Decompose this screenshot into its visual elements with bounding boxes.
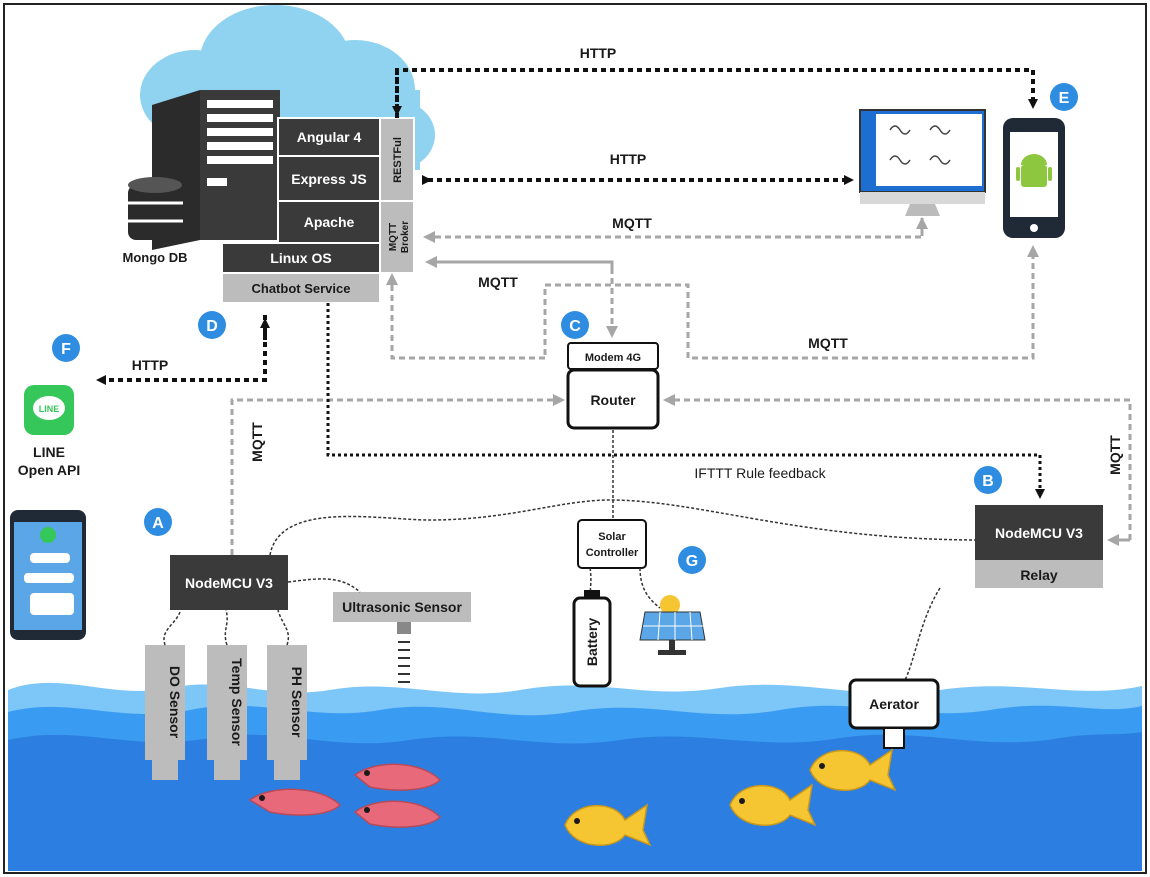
mqtt-vert-label: MQTT <box>249 422 265 462</box>
power-wire <box>269 499 981 556</box>
svg-text:D: D <box>206 318 218 335</box>
svg-text:A: A <box>152 515 164 532</box>
sensor-wires <box>163 609 290 646</box>
mqtt-right-label: MQTT <box>808 335 848 351</box>
stack-express: Express JS <box>291 171 367 187</box>
http-top-label: HTTP <box>580 45 617 61</box>
shrimp-group <box>248 763 442 828</box>
mqtt-broker-monitor-link <box>423 218 924 243</box>
server-tower <box>152 90 280 250</box>
nodemcu-a-label: NodeMCU V3 <box>185 575 273 591</box>
line-logo-text: LINE <box>39 404 60 414</box>
nodemcu-b-label: NodeMCU V3 <box>995 525 1083 541</box>
temp-sensor-label: Temp Sensor <box>229 658 245 746</box>
ultrasonic-sensor-label: Ultrasonic Sensor <box>342 599 462 615</box>
solar-label-2: Controller <box>586 547 639 559</box>
android-phone-icon <box>1003 118 1065 238</box>
battery-label: Battery <box>584 618 600 666</box>
mqtt-top-label: MQTT <box>612 215 652 231</box>
mqtt-router-phone-link <box>543 245 1039 360</box>
badge-f: F <box>52 334 80 362</box>
router-label: Router <box>590 392 636 408</box>
line-name-2: Open API <box>18 462 81 478</box>
svg-text:G: G <box>686 553 698 570</box>
chat-phone-icon <box>10 510 86 640</box>
mongo-db-label: Mongo DB <box>123 250 188 265</box>
stack-chatbot-service: Chatbot Service <box>252 281 351 296</box>
ifttt-label: IFTTT Rule feedback <box>694 465 826 481</box>
http-chatbot-line-link <box>96 315 267 385</box>
http-line-label: HTTP <box>132 357 169 373</box>
ifttt-feedback-link <box>326 303 1045 499</box>
fish-group <box>564 748 897 847</box>
svg-text:E: E <box>1059 90 1070 107</box>
mqtt-nodea-router-link <box>230 394 565 555</box>
solar-controller-box <box>577 519 647 569</box>
stack-apache: Apache <box>304 214 355 230</box>
ultrasonic-probe <box>397 622 411 683</box>
solar-label-1: Solar <box>598 531 626 543</box>
badge-d: D <box>198 311 226 339</box>
mqtt-router-broker-link <box>386 273 545 360</box>
relay-label: Relay <box>1020 567 1058 583</box>
server-stack <box>221 117 415 304</box>
solar-panel-icon <box>639 595 706 655</box>
svg-text:C: C <box>569 318 581 335</box>
modem-4g-label: Modem 4G <box>585 352 641 364</box>
badge-c: C <box>561 311 589 339</box>
ultrasonic-sensor-box <box>333 592 471 622</box>
frame <box>3 3 1147 874</box>
mongo-db-icon <box>128 177 183 240</box>
monitor-icon <box>859 109 986 216</box>
sensor-bodies <box>145 645 307 780</box>
do-sensor-label: DO Sensor <box>167 666 183 739</box>
mqtt-left-label: MQTT <box>1107 435 1123 475</box>
ph-sensor-label: PH Sensor <box>289 667 305 738</box>
svg-text:F: F <box>61 341 71 358</box>
line-name-1: LINE <box>33 444 65 460</box>
stack-linux-os: Linux OS <box>270 250 331 266</box>
aerator-label: Aerator <box>869 696 919 712</box>
nodemcu-a-box <box>170 555 288 610</box>
mqtt-broker-label-2: Broker <box>400 221 411 253</box>
mqtt-mid-label: MQTT <box>478 274 518 290</box>
badge-b: B <box>974 466 1002 494</box>
nodemcu-b-box <box>975 505 1103 560</box>
badge-a: A <box>144 508 172 536</box>
stack-angular: Angular 4 <box>297 129 362 145</box>
router-box <box>566 368 660 430</box>
http-mid-label: HTTP <box>610 151 647 167</box>
badge-g: G <box>678 546 706 574</box>
svg-text:B: B <box>982 473 994 490</box>
restful-label: RESTFul <box>392 137 404 183</box>
mqtt-broker-label-1: MQTT <box>388 223 399 251</box>
fish-eyes <box>259 763 825 824</box>
badge-e: E <box>1050 83 1078 111</box>
http-restful-phone-link <box>392 68 1038 118</box>
relay-box <box>975 560 1103 588</box>
